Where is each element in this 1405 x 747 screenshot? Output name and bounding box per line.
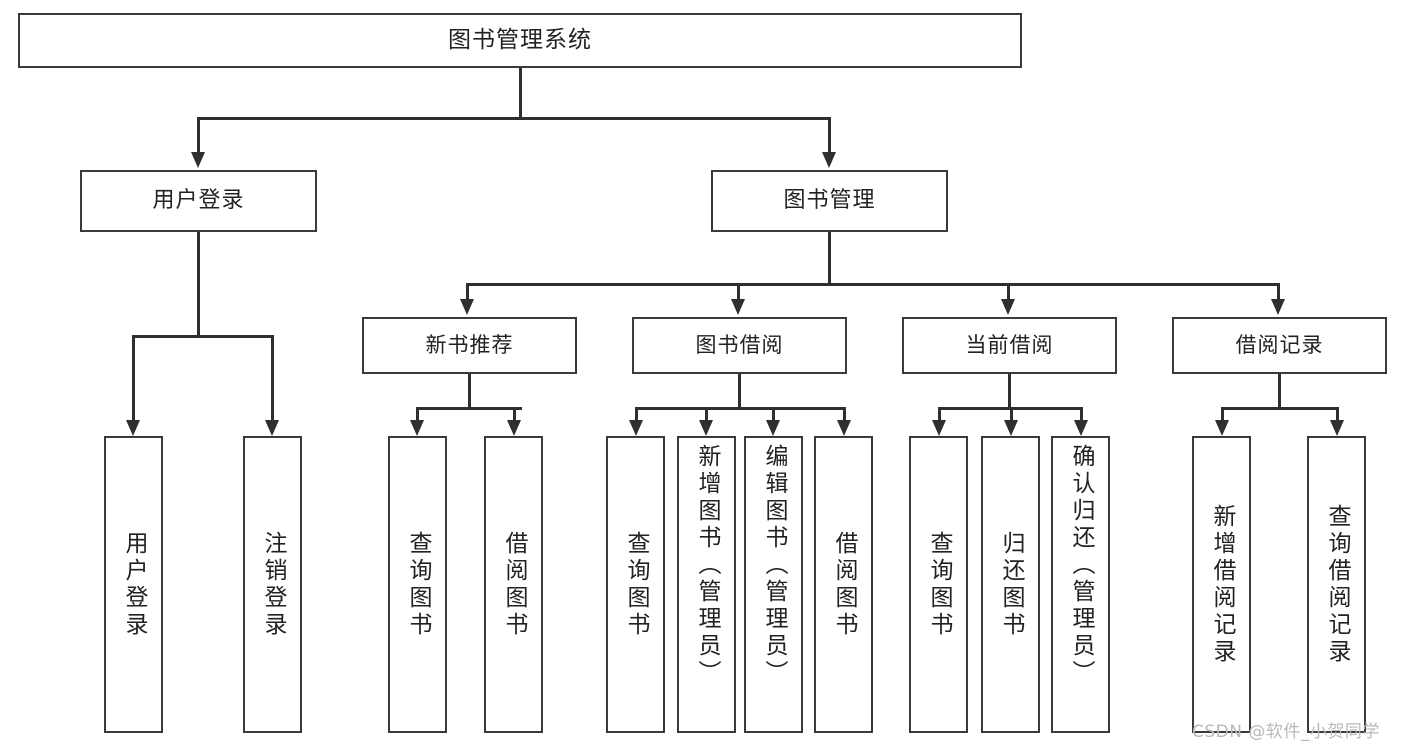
connector-book-borrow-bus <box>635 407 845 410</box>
connector-to-current-borrow <box>1007 283 1010 307</box>
node-label: 确认归还（管理员） <box>1068 444 1094 687</box>
arrow-to-borrow-record <box>1271 299 1285 315</box>
node-label: 查询借阅记录 <box>1324 503 1350 666</box>
node-label: 注销登录 <box>260 530 286 639</box>
connector-to-new-book <box>466 283 469 307</box>
connector-to-book-borrow <box>737 283 740 307</box>
node-label: 归还图书 <box>998 530 1024 639</box>
arrow-to-current-borrow <box>1001 299 1015 315</box>
connector-new-book-stem <box>468 374 471 408</box>
leaf-book-borrow-query[interactable]: 查询图书 <box>606 436 665 733</box>
connector-borrow-record-stem <box>1278 374 1281 408</box>
leaf-user-login-login[interactable]: 用户登录 <box>104 436 163 733</box>
node-label: 借阅记录 <box>1235 333 1324 358</box>
node-label: 新增借阅记录 <box>1209 503 1235 666</box>
node-new-book-recommend[interactable]: 新书推荐 <box>362 317 577 374</box>
arrow-current-borrow-leaf-1 <box>932 420 946 436</box>
connector-borrow-record-bus <box>1221 407 1338 410</box>
leaf-book-borrow-edit[interactable]: 编辑图书（管理员） <box>744 436 803 733</box>
leaf-current-borrow-confirm-return[interactable]: 确认归还（管理员） <box>1051 436 1110 733</box>
arrow-book-borrow-leaf-4 <box>837 420 851 436</box>
node-label: 用户登录 <box>152 188 245 214</box>
arrow-book-borrow-leaf-2 <box>699 420 713 436</box>
arrow-user-login-leaf-2 <box>265 420 279 436</box>
arrow-book-borrow-leaf-1 <box>629 420 643 436</box>
node-user-login[interactable]: 用户登录 <box>80 170 317 232</box>
connector-new-book-drop-2 <box>513 407 516 421</box>
leaf-new-book-borrow[interactable]: 借阅图书 <box>484 436 543 733</box>
connector-current-borrow-drop-3 <box>1080 407 1083 421</box>
node-book-management[interactable]: 图书管理 <box>711 170 948 232</box>
connector-book-borrow-drop-1 <box>635 407 638 421</box>
node-label: 编辑图书（管理员） <box>761 444 787 687</box>
arrow-user-login-leaf-1 <box>126 420 140 436</box>
connector-current-borrow-bus <box>938 407 1081 410</box>
connector-book-borrow-drop-4 <box>843 407 846 421</box>
connector-book-mgmt-stem <box>828 232 831 284</box>
arrow-borrow-record-leaf-2 <box>1330 420 1344 436</box>
arrow-to-book-borrow <box>731 299 745 315</box>
arrow-current-borrow-leaf-3 <box>1074 420 1088 436</box>
connector-book-borrow-drop-3 <box>772 407 775 421</box>
connector-new-book-drop-1 <box>416 407 419 421</box>
connector-user-login-drop-2 <box>271 335 274 421</box>
leaf-current-borrow-query[interactable]: 查询图书 <box>909 436 968 733</box>
connector-borrow-record-drop-2 <box>1336 407 1339 421</box>
arrow-new-book-leaf-1 <box>410 420 424 436</box>
node-label: 查询图书 <box>623 530 649 639</box>
node-label: 新书推荐 <box>425 333 514 358</box>
connector-user-login-drop-1 <box>132 335 135 421</box>
connector-new-book-bus <box>416 407 522 410</box>
arrow-current-borrow-leaf-2 <box>1004 420 1018 436</box>
node-label: 图书管理系统 <box>448 27 592 54</box>
connector-user-login-bus <box>132 335 273 338</box>
connector-level1-bus <box>197 117 830 120</box>
leaf-user-login-logout[interactable]: 注销登录 <box>243 436 302 733</box>
arrow-new-book-leaf-2 <box>507 420 521 436</box>
connector-to-book-mgmt <box>828 117 831 153</box>
connector-to-borrow-record <box>1277 283 1280 307</box>
node-label: 图书管理 <box>783 188 876 214</box>
connector-current-borrow-stem <box>1008 374 1011 408</box>
connector-book-borrow-drop-2 <box>705 407 708 421</box>
node-current-borrow[interactable]: 当前借阅 <box>902 317 1117 374</box>
connector-current-borrow-drop-2 <box>1010 407 1013 421</box>
leaf-book-borrow-borrow[interactable]: 借阅图书 <box>814 436 873 733</box>
leaf-current-borrow-return[interactable]: 归还图书 <box>981 436 1040 733</box>
connector-current-borrow-drop-1 <box>938 407 941 421</box>
arrow-to-user-login <box>191 152 205 168</box>
node-label: 当前借阅 <box>965 333 1054 358</box>
node-label: 新增图书（管理员） <box>694 444 720 687</box>
leaf-borrow-record-query[interactable]: 查询借阅记录 <box>1307 436 1366 733</box>
connector-borrow-record-drop-1 <box>1221 407 1224 421</box>
connector-root-stem <box>519 68 522 118</box>
leaf-borrow-record-add[interactable]: 新增借阅记录 <box>1192 436 1251 733</box>
node-label: 查询图书 <box>926 530 952 639</box>
node-book-borrow[interactable]: 图书借阅 <box>632 317 847 374</box>
node-root-system[interactable]: 图书管理系统 <box>18 13 1022 68</box>
node-label: 查询图书 <box>405 530 431 639</box>
connector-book-borrow-stem <box>738 374 741 408</box>
connector-level3-bus <box>466 283 1277 286</box>
node-borrow-record[interactable]: 借阅记录 <box>1172 317 1387 374</box>
arrow-to-new-book <box>460 299 474 315</box>
leaf-new-book-query[interactable]: 查询图书 <box>388 436 447 733</box>
connector-to-user-login <box>197 117 200 153</box>
node-label: 借阅图书 <box>501 530 527 639</box>
node-label: 借阅图书 <box>831 530 857 639</box>
arrow-book-borrow-leaf-3 <box>766 420 780 436</box>
node-label: 图书借阅 <box>695 333 784 358</box>
arrow-to-book-mgmt <box>822 152 836 168</box>
leaf-book-borrow-add[interactable]: 新增图书（管理员） <box>677 436 736 733</box>
connector-user-login-stem <box>197 232 200 336</box>
node-label: 用户登录 <box>121 530 147 639</box>
arrow-borrow-record-leaf-1 <box>1215 420 1229 436</box>
